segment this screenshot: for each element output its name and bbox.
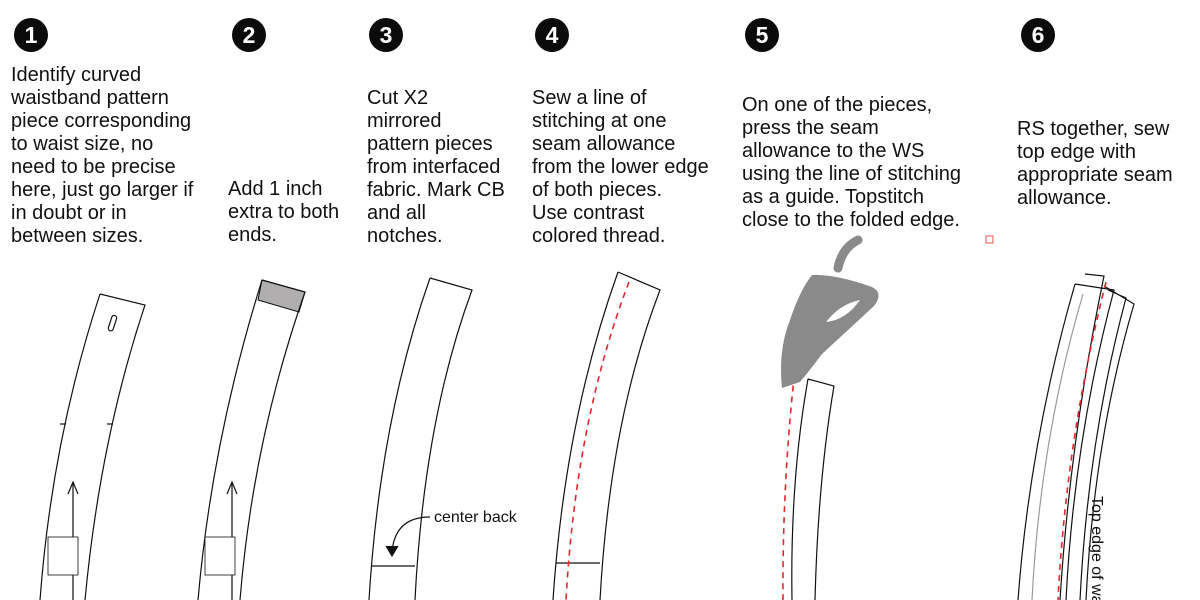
- step-2-number: 2: [232, 18, 266, 52]
- stitching-line: [1057, 281, 1107, 600]
- step-3-instructions: Cut X2 mirrored pattern pieces from inte…: [367, 87, 505, 247]
- inner-seam-line: [1031, 293, 1084, 600]
- step-1-pattern-piece: [39, 293, 146, 600]
- small-marker-icon: [985, 235, 994, 244]
- center-back-arrowhead: [385, 545, 399, 558]
- step-2-instructions: Add 1 inch extra to both ends.: [228, 178, 340, 246]
- step-5-pieces: [791, 378, 835, 600]
- slot-mark: [107, 314, 118, 332]
- under-piece-outline: [1017, 283, 1115, 600]
- step-5-number: 5: [745, 18, 779, 52]
- pattern-piece-outline: [39, 293, 146, 600]
- step-2-pattern-piece: [197, 279, 306, 600]
- extension-block: [257, 279, 306, 313]
- pattern-label: [47, 536, 79, 576]
- step-4-pattern-piece: [552, 271, 661, 600]
- pattern-piece-outline: [552, 271, 661, 600]
- top-piece-outline: [1059, 273, 1105, 600]
- pattern-piece-outline: [197, 279, 306, 600]
- step-4-instructions: Sew a line of stitching at one seam allo…: [532, 87, 709, 247]
- step-3-number: 3: [369, 18, 403, 52]
- pressed-piece-outline: [791, 378, 835, 600]
- pattern-piece-outline: [368, 277, 473, 600]
- pattern-label: [204, 536, 236, 576]
- step-6-number: 6: [1021, 18, 1055, 52]
- step-6-pieces: [1017, 273, 1135, 600]
- step-4-number: 4: [535, 18, 569, 52]
- outer-piece-outline: [1079, 285, 1135, 600]
- iron-icon: [781, 235, 879, 388]
- step-1-instructions: Identify curved waistband pattern piece …: [11, 64, 194, 247]
- step-1-number: 1: [14, 18, 48, 52]
- center-back-label: center back: [434, 509, 518, 526]
- step-3-pattern-piece: [368, 277, 473, 600]
- stitching-line: [565, 281, 630, 600]
- top-edge-label: Top edge of wai: [1088, 496, 1105, 600]
- step-5-instructions: On one of the pieces, press the seam all…: [742, 94, 962, 231]
- step-6-instructions: RS together, sew top edge with appropria…: [1017, 118, 1173, 209]
